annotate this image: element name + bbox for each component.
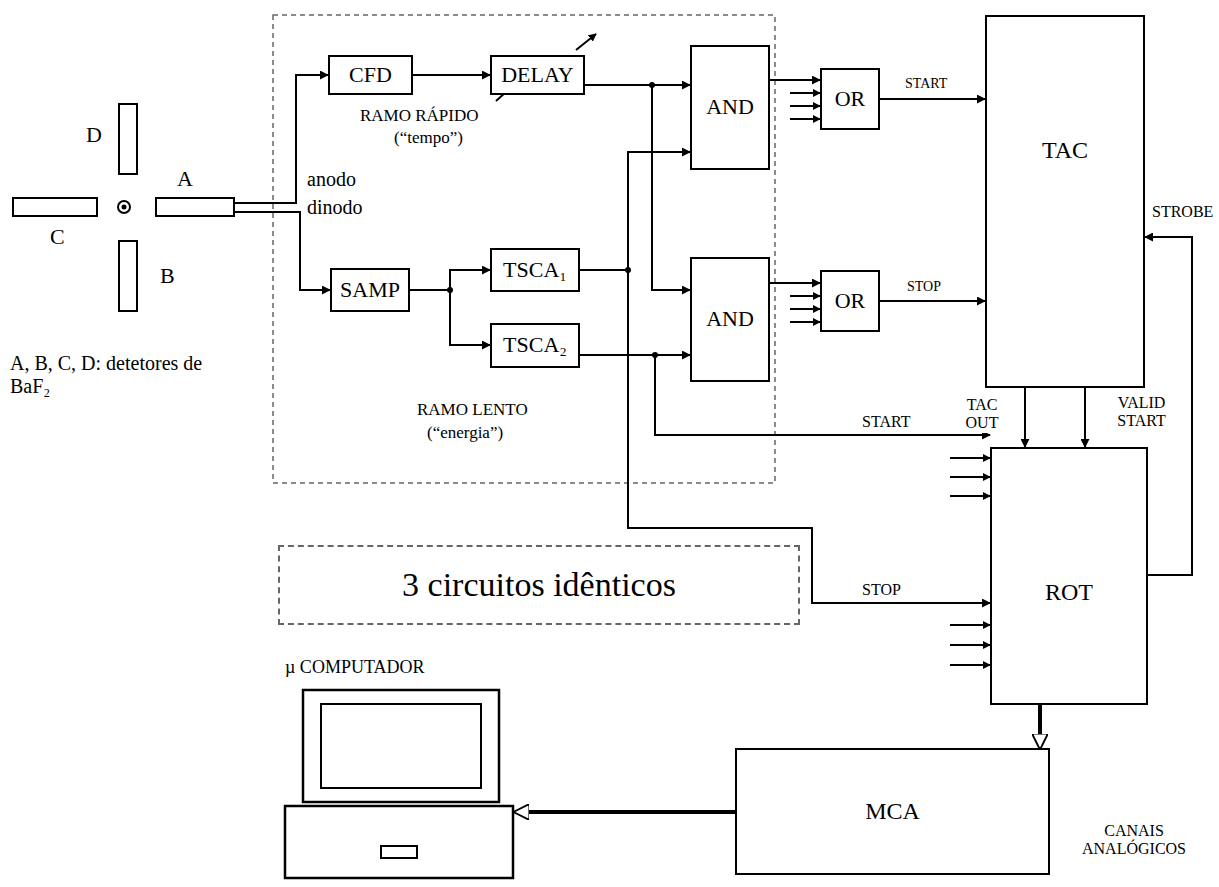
source-core [122,205,127,210]
note-box: 3 circuitos idênticos [278,545,800,625]
node-text: SAMP [340,278,400,302]
input-stub [790,105,820,107]
logic-gate: AND [690,45,770,170]
node-text: D [86,123,102,147]
node-text: CFD [349,63,392,87]
node-text: AND [706,307,754,331]
node-text: 3 circuitos idênticos [402,566,676,603]
signal-line [580,355,990,435]
signal-line [413,74,490,76]
process-box: TSCA₂ [490,323,580,368]
source [118,201,130,213]
computer: µ COMPUTADOR [283,688,515,880]
delay-adjust-arrow [576,34,596,50]
signal-name: STOP [905,279,943,295]
logic-gate: AND [690,257,770,382]
node-text: AND [706,95,754,119]
input-stub [790,92,820,94]
extra-inputs [790,93,990,665]
node-text: µ COMPUTADOR [285,658,424,678]
process-box: TSCA₁ [490,248,580,292]
input-stub [790,308,820,310]
annotation: RAMO LENTO [415,400,530,420]
signal-name: anodo [305,168,358,191]
signal-line [410,270,490,290]
process-box: CFD [328,55,413,95]
signal-name: dinodo [305,196,365,219]
tac-box: TAC [985,15,1145,388]
annotation: CANAIS ANALÓGICOS [1062,822,1206,859]
input-stub [950,624,990,626]
node-text: ROT [1045,579,1093,605]
node-text: TSCA₁ [503,258,567,282]
logic-gate: OR [820,68,880,130]
computer-drawing [283,688,515,880]
signal-line [1024,388,1026,447]
node-text: A [177,167,193,191]
input-stub [790,321,820,323]
signal-line [1084,388,1086,447]
input-stub [950,476,990,478]
node-text: C [50,225,65,249]
mca-box: MCA [735,748,1050,875]
process-box: SAMP [330,268,410,312]
signal-name: START [903,76,949,92]
input-stub [790,118,820,120]
node-text: OR [835,87,866,111]
rot-box: ROT [990,447,1148,705]
signal-name: START [860,413,912,431]
node-text: TAC [1042,137,1088,163]
logic-gate: OR [820,270,880,332]
signal-line [770,282,820,284]
signal-line [410,290,490,345]
signal-line [515,810,735,814]
annotation: A, B, C, D: detetores de BaF₂ [8,352,207,398]
signal-line [880,300,985,302]
signal-name: TAC OUT [950,396,1014,433]
node-text: MCA [865,798,920,824]
detector: C [12,197,98,217]
node-text: B [160,264,175,288]
process-box: DELAY [490,55,585,95]
circuit-region [273,15,775,483]
signal-line [235,212,330,290]
input-stub [950,664,990,666]
detector: A [155,197,235,217]
signal-line [1038,705,1042,748]
node-text: TSCA₂ [503,333,567,357]
detector: B [118,240,138,312]
annotation: RAMO RÁPIDO [358,106,481,126]
node-text: OR [835,289,866,313]
annotation: (“tempo”) [392,128,465,148]
node-text: DELAY [501,63,574,87]
signal-line [880,98,985,100]
input-stub [950,495,990,497]
input-stub [950,457,990,459]
signal-name: STROBE [1150,203,1215,221]
signal-line [770,79,820,81]
input-stub [790,295,820,297]
annotation: (“energia”) [425,423,505,443]
input-stub [950,644,990,646]
signal-line [580,152,690,270]
signal-line [585,85,690,290]
signal-name: VALID START [1092,394,1191,431]
detector: D [118,103,138,175]
signal-name: STOP [860,581,903,599]
